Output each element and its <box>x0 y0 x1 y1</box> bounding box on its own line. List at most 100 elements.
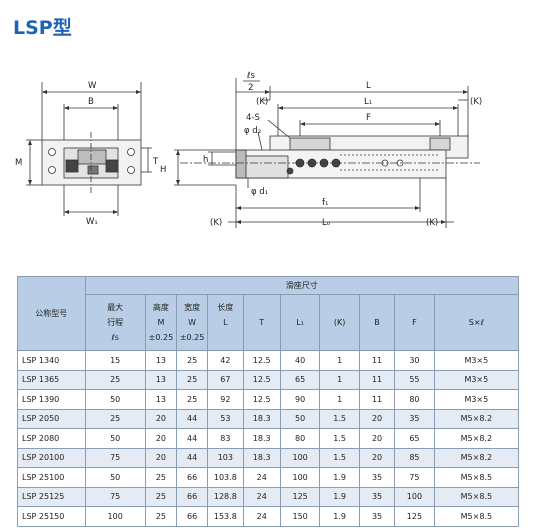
column-header-line: W <box>188 318 197 327</box>
value-cell: 11 <box>358 369 396 390</box>
value-cell: 1 <box>319 350 360 371</box>
model-cell: LSP 1340 <box>17 350 86 371</box>
value-cell: 125 <box>279 486 321 507</box>
value-cell: 20 <box>358 447 396 468</box>
page-title: LSP型 <box>13 17 72 39</box>
dim-T: T <box>152 157 159 167</box>
value-cell: 24 <box>242 506 281 527</box>
column-header: S×ℓ <box>433 294 520 351</box>
dim-K-left-top: (K) <box>256 97 268 107</box>
value-cell: 44 <box>175 408 209 429</box>
value-cell: 20 <box>358 428 396 449</box>
value-cell: M5×8.2 <box>433 408 520 429</box>
value-cell: 25 <box>144 486 178 507</box>
model-cell: LSP 25100 <box>17 467 86 488</box>
column-header-line: 高度 <box>152 303 169 312</box>
column-header: B <box>358 294 396 351</box>
column-header-line: ℓs <box>111 333 119 342</box>
value-cell: 90 <box>279 389 321 410</box>
value-cell: 103 <box>207 447 244 468</box>
model-cell: LSP 20100 <box>17 447 86 468</box>
model-header: 公称型号 <box>17 276 86 351</box>
value-cell: 24 <box>242 467 281 488</box>
value-cell: 25 <box>175 369 209 390</box>
value-cell: 25 <box>175 389 209 410</box>
value-cell: 11 <box>358 350 396 371</box>
value-cell: 75 <box>84 486 146 507</box>
value-cell: 66 <box>175 467 209 488</box>
model-cell: LSP 25125 <box>17 486 86 507</box>
label-4S: 4-S <box>246 113 260 123</box>
dim-W1: W₁ <box>86 217 98 227</box>
dim-H: H <box>160 165 166 175</box>
model-cell: LSP 25150 <box>17 506 86 527</box>
column-header-line: L₁ <box>296 318 304 327</box>
value-cell: 44 <box>175 428 209 449</box>
dim-phi-d2: φ d₂ <box>244 126 261 136</box>
value-cell: 67 <box>207 369 244 390</box>
value-cell: 92 <box>207 389 244 410</box>
column-header-line: 最大 <box>107 303 124 312</box>
value-cell: M5×8.2 <box>433 428 520 449</box>
dim-K-left-bottom: (K) <box>210 218 222 228</box>
value-cell: 13 <box>144 369 178 390</box>
value-cell: 50 <box>279 408 321 429</box>
value-cell: M5×8.5 <box>433 506 520 527</box>
dim-W: W <box>88 81 97 91</box>
value-cell: 125 <box>394 506 435 527</box>
column-header: F <box>394 294 435 351</box>
value-cell: 66 <box>175 486 209 507</box>
value-cell: 40 <box>279 350 321 371</box>
column-header-line: S×ℓ <box>468 318 484 327</box>
value-cell: M5×8.5 <box>433 486 520 507</box>
value-cell: 1.5 <box>319 447 360 468</box>
model-cell: LSP 1390 <box>17 389 86 410</box>
value-cell: 12.5 <box>242 369 281 390</box>
column-header-line: ±0.25 <box>179 333 205 342</box>
column-header-line: (K) <box>333 318 346 327</box>
value-cell: 50 <box>84 389 146 410</box>
value-cell: 25 <box>84 369 146 390</box>
value-cell: 1 <box>319 389 360 410</box>
column-header: (K) <box>319 294 360 351</box>
value-cell: 150 <box>279 506 321 527</box>
column-header: T <box>242 294 281 351</box>
value-cell: 12.5 <box>242 389 281 410</box>
dim-L1: L₁ <box>364 97 372 107</box>
dim-K-right-bottom: (K) <box>426 218 438 228</box>
value-cell: M3×5 <box>433 369 520 390</box>
value-cell: 11 <box>358 389 396 410</box>
value-cell: 65 <box>394 428 435 449</box>
value-cell: 20 <box>144 408 178 429</box>
value-cell: 65 <box>279 369 321 390</box>
value-cell: 128.8 <box>207 486 244 507</box>
dim-F: F <box>366 113 371 123</box>
dim-phi-d1: φ d₁ <box>251 187 268 197</box>
value-cell: 1.9 <box>319 506 360 527</box>
value-cell: 1.5 <box>319 428 360 449</box>
value-cell: 1.9 <box>319 467 360 488</box>
column-header-line: ±0.25 <box>148 333 174 342</box>
model-cell: LSP 2080 <box>17 428 86 449</box>
value-cell: 13 <box>144 389 178 410</box>
value-cell: 18.3 <box>242 428 281 449</box>
value-cell: 25 <box>144 467 178 488</box>
column-header: 最大行程 ℓs <box>84 294 146 351</box>
value-cell: 1.5 <box>319 408 360 429</box>
value-cell: 83 <box>207 428 244 449</box>
value-cell: 55 <box>394 369 435 390</box>
value-cell: 50 <box>84 467 146 488</box>
column-header-line: 行程 <box>107 318 124 327</box>
value-cell: 35 <box>394 408 435 429</box>
value-cell: 25 <box>84 408 146 429</box>
value-cell: 85 <box>394 447 435 468</box>
value-cell: 103.8 <box>207 467 244 488</box>
